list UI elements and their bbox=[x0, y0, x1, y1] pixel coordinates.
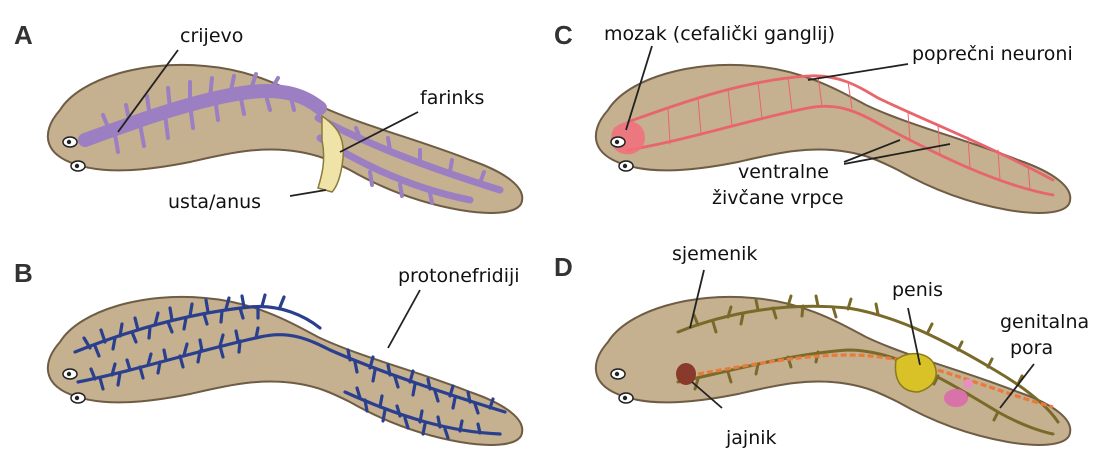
genital-pore-label-line-1: genitalna bbox=[1000, 311, 1089, 333]
eyespot-pupil bbox=[623, 164, 627, 168]
pharynx-label: farinks bbox=[420, 87, 484, 109]
brain-label: mozak (cefalički ganglij) bbox=[604, 23, 835, 45]
mouth-leader-line bbox=[290, 190, 326, 196]
panel-a: A bbox=[14, 20, 522, 213]
genital-pore-shape bbox=[944, 389, 968, 407]
genital-atrium-shape bbox=[963, 379, 973, 389]
eyespot-pupil bbox=[623, 396, 627, 400]
panel-b-worm bbox=[48, 295, 522, 445]
eyespot-pupil bbox=[615, 372, 619, 376]
protonephridia-label: protonefridiji bbox=[398, 265, 520, 287]
transverse-neurons-label: poprečni neuroni bbox=[912, 43, 1073, 65]
eyespot-pupil bbox=[67, 140, 71, 144]
penis-shape bbox=[895, 354, 936, 392]
panel-c-letter: C bbox=[554, 20, 573, 50]
gut-label: crijevo bbox=[180, 25, 243, 47]
eyespot-pupil bbox=[615, 140, 619, 144]
panel-a-letter: A bbox=[14, 20, 33, 50]
worm-body bbox=[48, 297, 522, 445]
protonephridia-leader-line bbox=[388, 290, 420, 348]
panel-c: C mozak (cefalički ganglij) poprečni neu… bbox=[554, 20, 1073, 213]
cords-label-line-2: živčane vrpce bbox=[712, 187, 844, 209]
panel-b-letter: B bbox=[14, 258, 33, 288]
eyespot-pupil bbox=[67, 372, 71, 376]
penis-label: penis bbox=[892, 279, 943, 301]
cords-label-line-1: ventralne bbox=[738, 161, 829, 183]
transverse-leader-line bbox=[808, 64, 908, 80]
panel-b: B protonefridiji bbox=[14, 258, 522, 445]
eyespot-pupil bbox=[75, 396, 79, 400]
genital-pore-label-line-2: pora bbox=[1010, 337, 1053, 359]
testis-label: sjemenik bbox=[672, 243, 757, 265]
panel-d-letter: D bbox=[554, 252, 573, 282]
panel-d: D sjemenik peni bbox=[554, 243, 1089, 449]
mouth-label: usta/anus bbox=[168, 191, 261, 213]
ovary-label: jajnik bbox=[725, 427, 777, 449]
eyespot-pupil bbox=[75, 164, 79, 168]
